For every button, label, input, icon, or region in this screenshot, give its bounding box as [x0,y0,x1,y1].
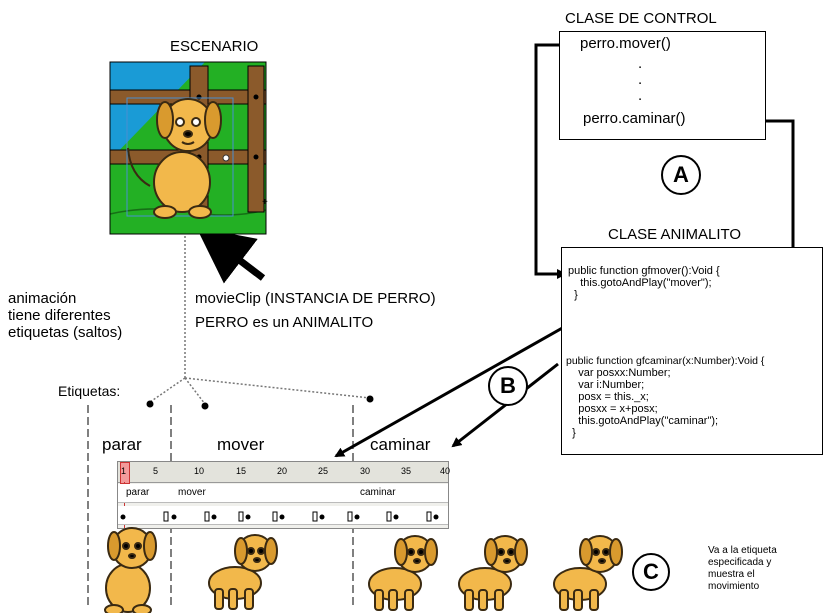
marker-a: A [661,155,701,195]
stage-title: ESCENARIO [170,38,259,55]
goto-note-1: Va a la etiqueta [708,545,777,556]
labels-layer-row [118,484,448,503]
tick-30: 30 [360,466,371,476]
caminar-code-line-6: this.gotoAndPlay("caminar"); [566,415,719,427]
control-class-title: CLASE DE CONTROL [565,10,717,27]
arrow-mover-to-timeline [334,303,604,458]
mover-code-line-2: this.gotoAndPlay("mover"); [568,277,712,289]
caminar-code-line-2: var posxx:Number; [566,367,671,379]
tick-1: 1 [121,466,127,476]
movieclip-line-1: movieClip (INSTANCIA DE PERRO) [195,290,436,307]
animation-note-3: etiquetas (saltos) [8,324,123,341]
tick-10: 10 [194,466,205,476]
tick-40: 40 [440,466,451,476]
arrow-to-stage [196,227,266,284]
animal-class-box [561,247,823,455]
label-parar: parar [102,435,142,454]
control-line-mover: perro.mover() [580,35,671,52]
marker-b: B [488,366,528,406]
control-line-caminar: perro.caminar() [583,110,686,127]
frame-label-caminar: caminar [360,487,396,498]
playhead-line [124,482,125,528]
arrow-control-to-mover [534,43,578,279]
frame-label-parar: parar [126,487,150,498]
mover-code-line-1: public function gfmover():Void { [568,265,720,277]
label-mover: mover [217,435,265,454]
timeline-ruler [118,462,448,483]
labels-heading: Etiquetas: [58,383,121,399]
animation-note-1: animación [8,290,77,307]
goto-note-3: muestra el [708,569,755,580]
tick-5: 5 [153,466,159,476]
mover-code-line-3: } [568,289,578,301]
content-layer-row [118,506,448,525]
caminar-code-line-3: var i:Number; [566,379,645,391]
label-caminar: caminar [370,435,431,454]
control-class-box [559,31,766,140]
animal-class-title: CLASE ANIMALITO [608,226,742,243]
control-line-dot-3: . [638,87,643,104]
tick-35: 35 [401,466,412,476]
control-line-dot-1: . [638,55,643,72]
caminar-code-line-7: } [566,427,576,439]
tick-15: 15 [236,466,247,476]
caminar-code-line-1: public function gfcaminar(x:Number):Void… [566,355,765,367]
caminar-code-line-4: posx = this._x; [566,391,649,403]
goto-note-4: movimiento [708,581,760,592]
control-line-dot-2: . [638,71,643,88]
marker-c: C [632,553,670,591]
tick-25: 25 [318,466,329,476]
playhead[interactable] [120,462,130,484]
animation-note-2: tiene diferentes [8,307,111,324]
dotted-connector [149,232,371,405]
movieclip-line-2: PERRO es un ANIMALITO [195,314,374,331]
caminar-code-line-5: posxx = x+posx; [566,403,658,415]
goto-note-2: especificada y [708,557,772,568]
frame-label-mover: mover [178,487,206,498]
tick-20: 20 [277,466,288,476]
